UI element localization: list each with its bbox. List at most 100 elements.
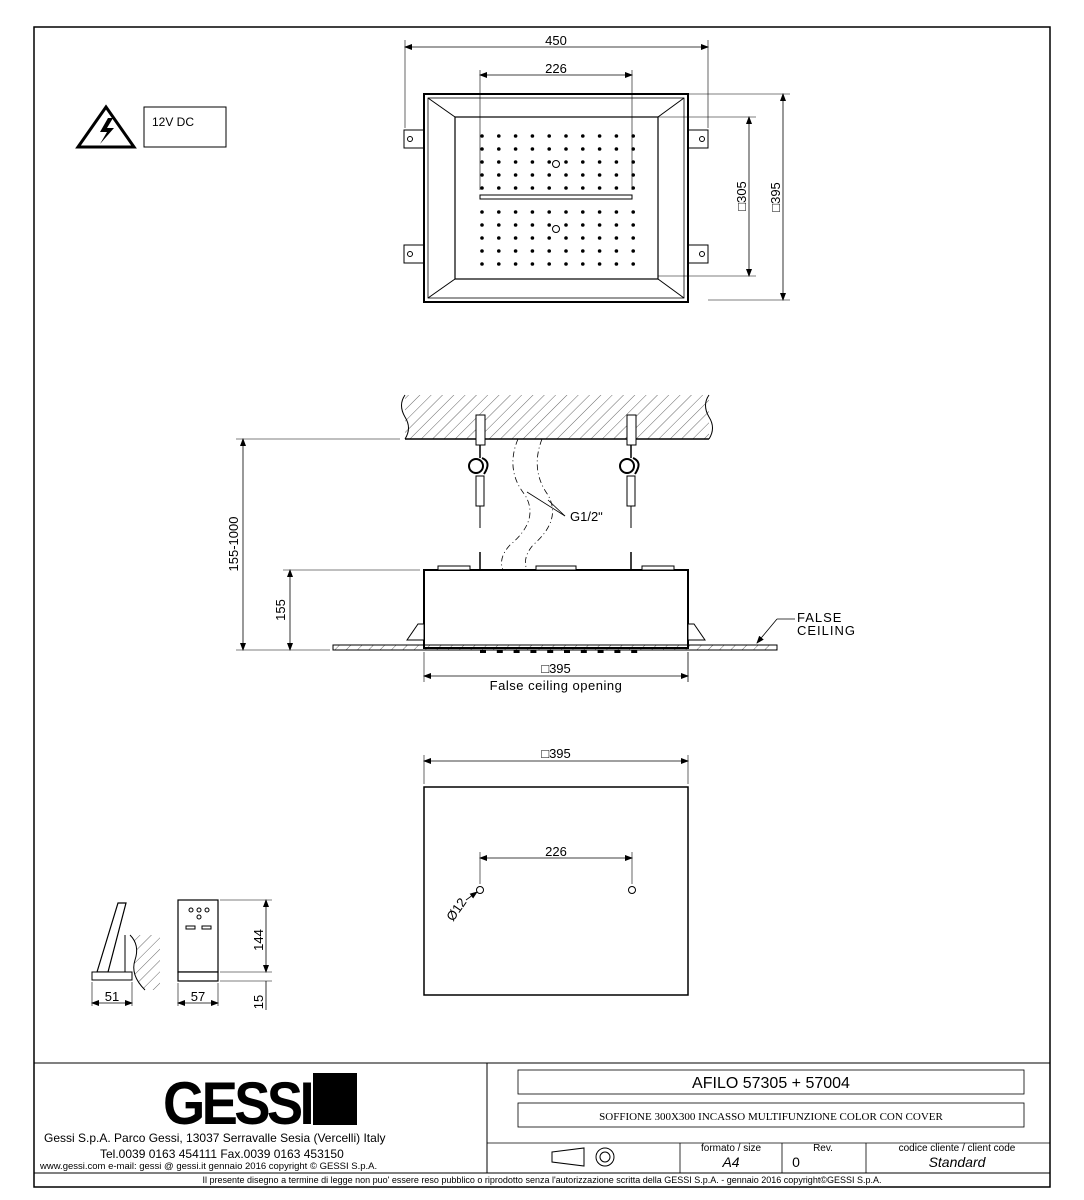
- nozzle-dot: [530, 160, 535, 164]
- nozzle-dot: [564, 134, 568, 138]
- nozzle-dot: [597, 147, 602, 151]
- top-view-dimensions: [404, 40, 790, 301]
- nozzle-dot: [497, 186, 501, 190]
- nozzle-dot: [547, 147, 551, 151]
- cover-view: [423, 755, 689, 996]
- nozzle-dot: [581, 249, 585, 253]
- dim-base-15: 15: [251, 995, 266, 1009]
- side-view: [332, 394, 778, 653]
- nozzle-dot: [547, 223, 551, 227]
- voltage-box: [143, 106, 227, 148]
- dim-suspension-range: 155-1000: [226, 517, 241, 572]
- nozzle-dot: [614, 236, 619, 240]
- nozzle-dot: [597, 223, 602, 227]
- nozzle-dot: [497, 249, 501, 253]
- nozzle-dot: [581, 210, 585, 214]
- nozzle-dot: [597, 262, 602, 266]
- nozzle-dot: [513, 249, 518, 253]
- nozzle-dot: [597, 173, 602, 177]
- nozzle-dot: [597, 160, 602, 164]
- client-code-value: Standard: [929, 1154, 987, 1170]
- nozzle-dot: [614, 147, 619, 151]
- nozzle-dot: [547, 236, 551, 240]
- dim-hole-spacing-226: 226: [545, 844, 567, 859]
- nozzle-dot: [513, 262, 518, 266]
- nozzle-dot: [631, 160, 635, 164]
- nozzle-dot: [530, 134, 535, 138]
- dim-opening-395: □395: [541, 661, 571, 676]
- nozzle-dot: [480, 160, 484, 164]
- nozzle-dot: [497, 173, 501, 177]
- control-side-view: [91, 902, 160, 1006]
- nozzle-dot: [530, 147, 535, 151]
- nozzle-dot: [614, 249, 619, 253]
- nozzle-bump: [496, 650, 503, 653]
- nozzle-dot: [564, 262, 568, 266]
- opening-label: False ceiling opening: [490, 678, 623, 693]
- nozzle-dot: [480, 134, 484, 138]
- nozzle-dot: [581, 147, 585, 151]
- center-jet: [552, 160, 560, 168]
- nozzle-dot: [614, 160, 619, 164]
- nozzle-dot: [597, 236, 602, 240]
- nozzle-dot: [530, 223, 535, 227]
- dim-inner-305: □305: [734, 181, 749, 211]
- nozzle-dot: [581, 262, 585, 266]
- nozzle-bump: [614, 650, 621, 653]
- nozzle-dot: [530, 262, 535, 266]
- nozzle-bump: [564, 650, 570, 653]
- nozzle-dot: [614, 134, 619, 138]
- nozzle-dot: [530, 236, 535, 240]
- nozzle-dot: [564, 160, 568, 164]
- nozzle-dot: [547, 262, 551, 266]
- format-label: formato / size: [701, 1143, 761, 1154]
- nozzle-dot: [631, 210, 635, 214]
- nozzle-dot: [614, 223, 619, 227]
- nozzle-dot: [547, 160, 551, 164]
- nozzle-dot: [614, 173, 619, 177]
- dim-depth-51: 51: [105, 989, 119, 1004]
- nozzle-dot: [497, 210, 501, 214]
- nozzle-dot: [547, 210, 551, 214]
- nozzle-dot: [597, 210, 602, 214]
- nozzle-dot: [497, 223, 501, 227]
- nozzle-dot: [530, 249, 535, 253]
- nozzle-dot: [513, 186, 518, 190]
- nozzle-dot: [581, 160, 585, 164]
- nozzle-dot: [480, 210, 484, 214]
- nozzle-dot: [513, 236, 518, 240]
- nozzle-dot: [497, 160, 501, 164]
- rev-value: 0: [792, 1154, 800, 1170]
- gessi-logo: GESSI: [163, 1070, 311, 1137]
- nozzle-dot: [564, 147, 568, 151]
- nozzle-dot: [614, 210, 619, 214]
- dim-width-450: 450: [545, 33, 567, 48]
- nozzle-bump: [580, 650, 587, 653]
- nozzle-dot: [597, 134, 602, 138]
- nozzle-dot: [547, 249, 551, 253]
- voltage-label: 12V DC: [152, 115, 194, 129]
- nozzle-dot: [480, 223, 484, 227]
- nozzle-dot: [631, 223, 635, 227]
- nozzle-dot: [581, 173, 585, 177]
- sheet-border: [33, 26, 1051, 1188]
- dim-cover-395: □395: [541, 746, 571, 761]
- nozzle-dot: [597, 249, 602, 253]
- nozzle-dot: [564, 223, 568, 227]
- disclaimer: Il presente disegno a termine di legge n…: [203, 1175, 882, 1185]
- top-view: [403, 93, 709, 303]
- side-view-dimensions: [236, 438, 795, 682]
- nozzle-dot: [581, 186, 585, 190]
- nozzle-dot: [581, 223, 585, 227]
- false-ceiling-label: FALSE: [797, 610, 842, 625]
- web-line: www.gessi.com e-mail: gessi @ gessi.it g…: [39, 1161, 377, 1172]
- nozzle-dot: [530, 210, 535, 214]
- nozzle-dot: [547, 186, 551, 190]
- nozzle-dot: [614, 186, 619, 190]
- nozzle-bump: [480, 650, 486, 653]
- client-code-label: codice cliente / client code: [899, 1143, 1016, 1154]
- nozzle-dot: [497, 134, 501, 138]
- nozzle-dot: [513, 173, 518, 177]
- false-ceiling-label-2: CEILING: [797, 623, 856, 638]
